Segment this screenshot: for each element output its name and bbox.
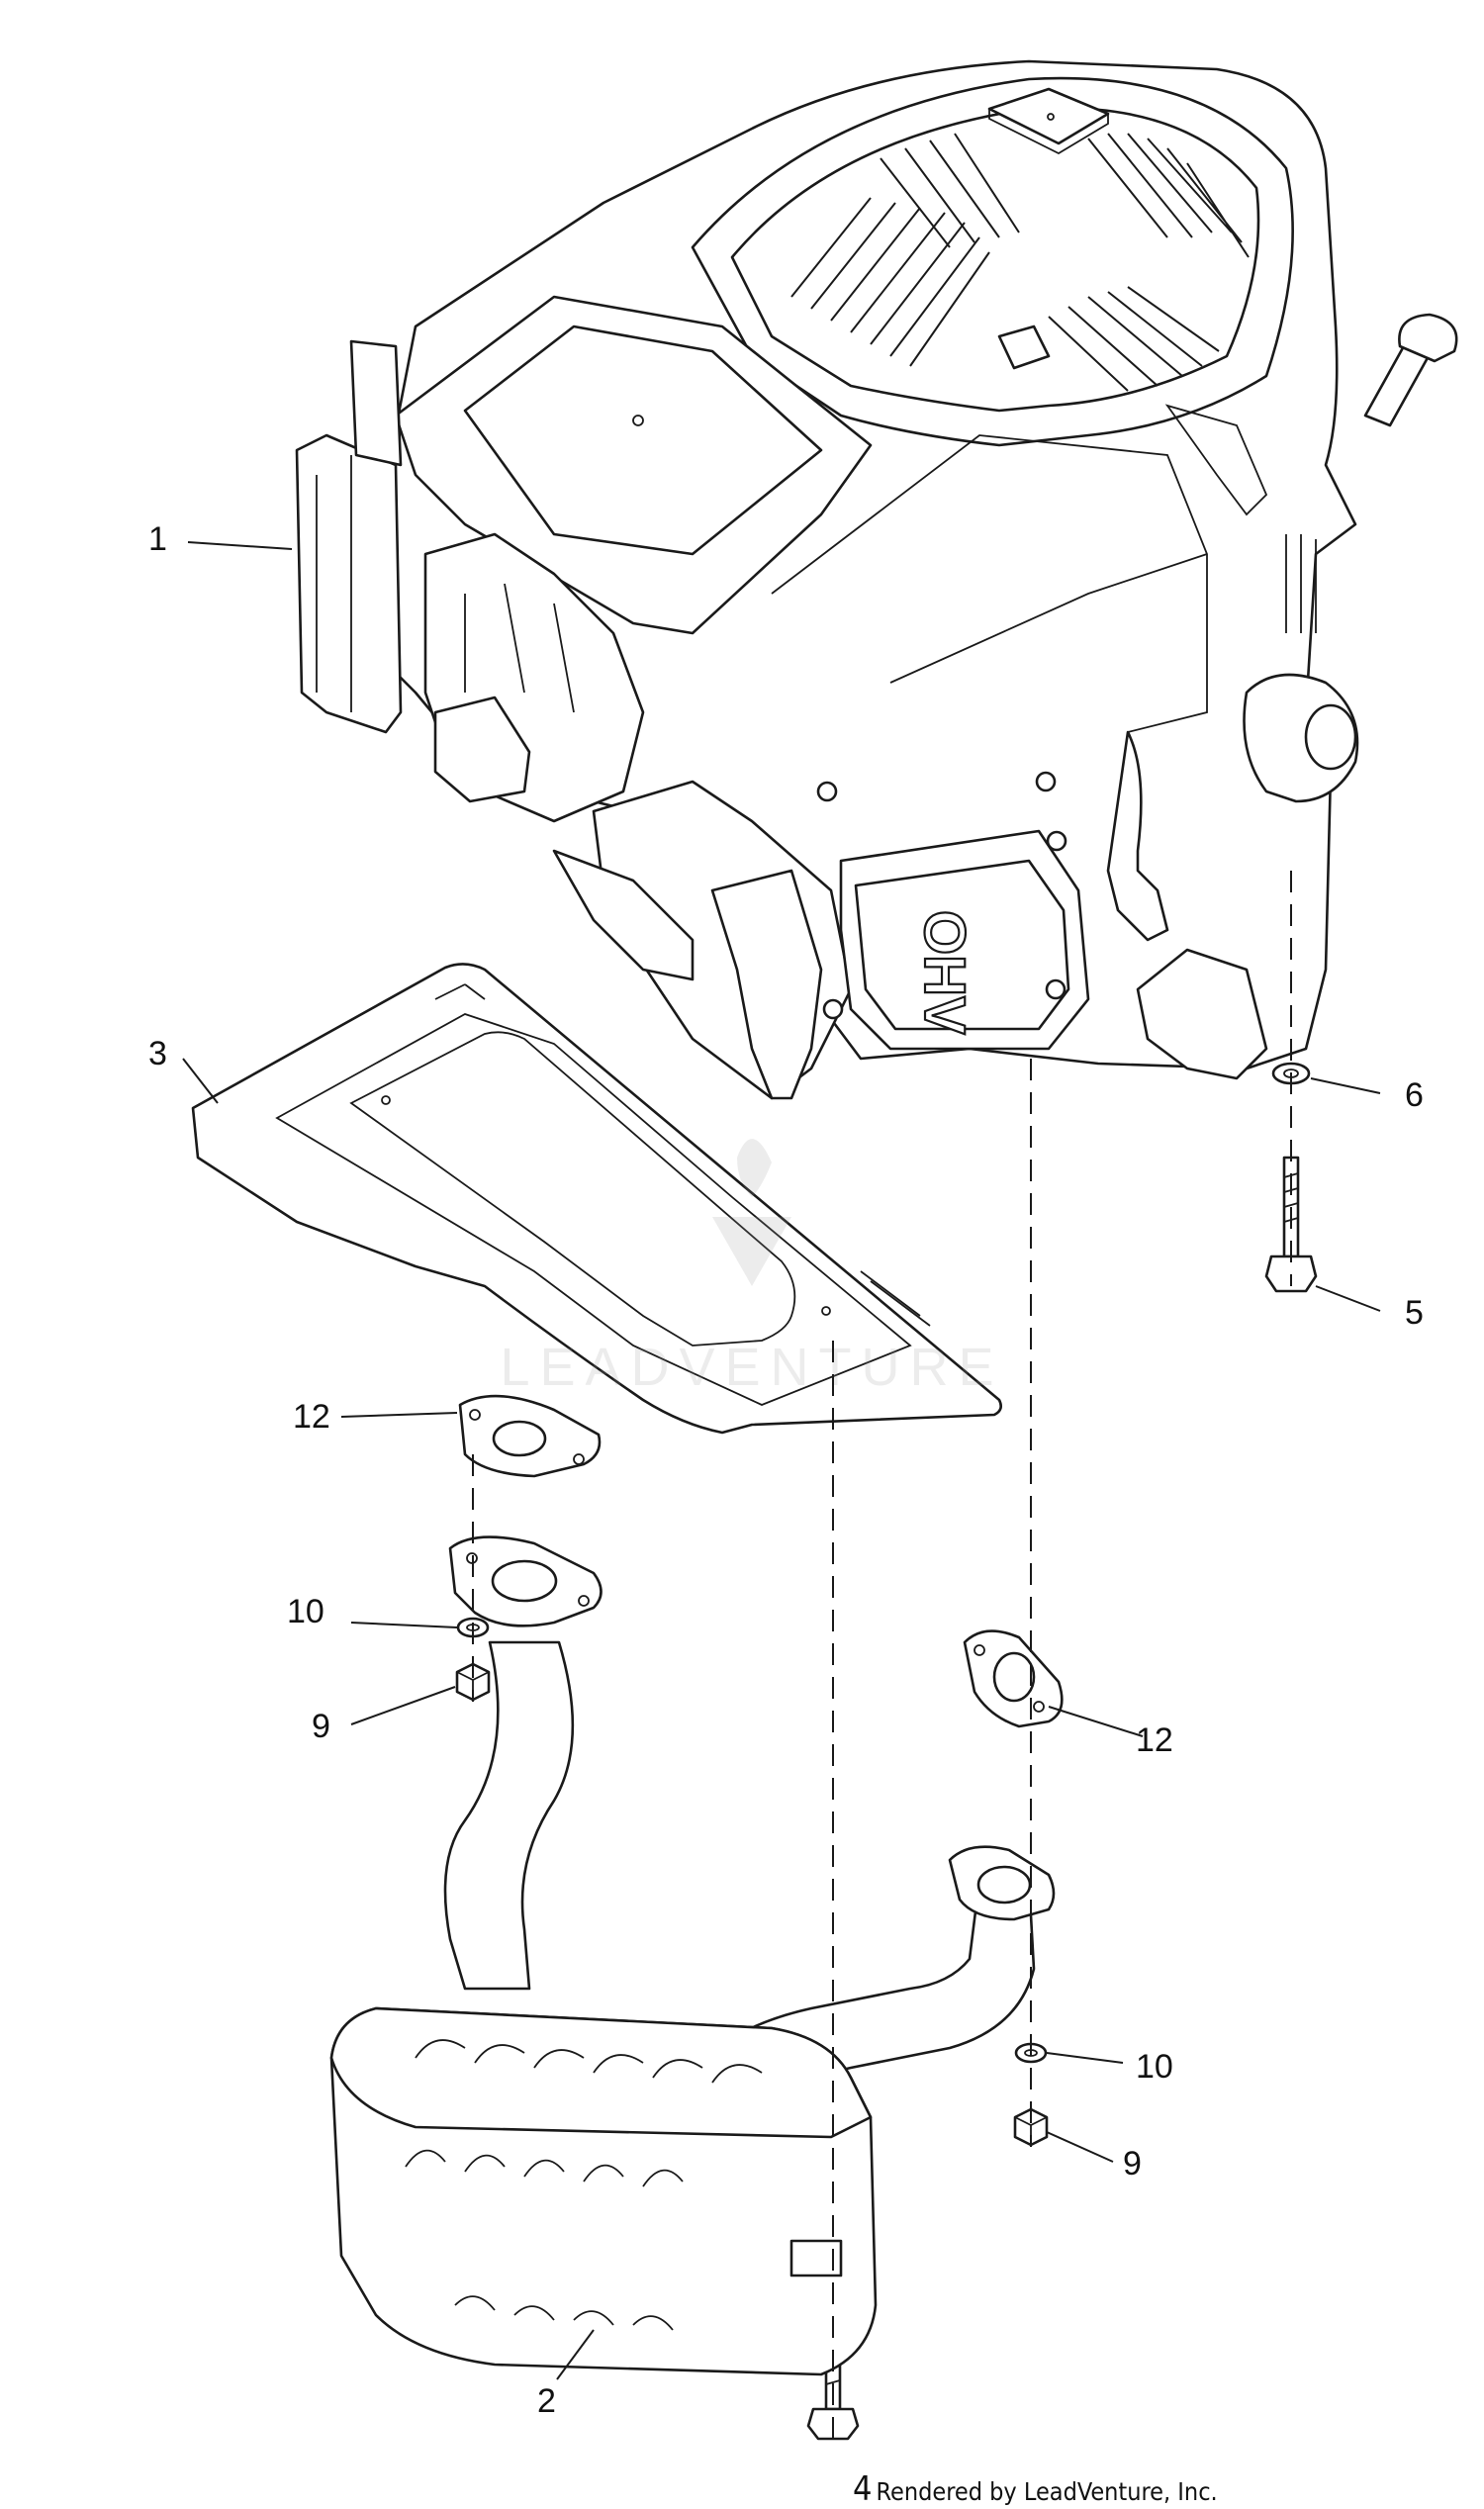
callout-12-lower: 12 — [1136, 1721, 1173, 1759]
leadventure-watermark: LEADVENTURE — [500, 1139, 1003, 1397]
gasket-upper — [458, 1394, 602, 1478]
callout-12-upper: 12 — [293, 1398, 330, 1436]
callout-10-lower: 10 — [1136, 2048, 1173, 2086]
callout-9-lower: 9 — [1123, 2145, 1142, 2183]
leader-lines — [182, 541, 1381, 2380]
heat-shield — [191, 963, 1002, 1435]
fan-grille — [790, 133, 1250, 392]
alignment-lines — [472, 871, 1292, 2444]
callout-1: 1 — [148, 520, 167, 558]
valve-cover-bolts — [816, 771, 1067, 1020]
ohv-mark: OHV — [912, 910, 976, 1035]
muffler-assembly — [329, 1535, 1056, 2376]
callout-2: 2 — [537, 2382, 556, 2420]
callout-10-upper: 10 — [287, 1593, 325, 1630]
watermark-text: LEADVENTURE — [500, 1338, 1003, 1397]
credit-text: Rendered by LeadVenture, Inc. — [876, 2477, 1218, 2506]
callout-5: 5 — [1405, 1294, 1424, 1332]
callout-4: 4 — [853, 2469, 873, 2509]
gasket-lower — [963, 1629, 1064, 1728]
muffler-ribs — [405, 2039, 763, 2331]
callout-6: 6 — [1405, 1076, 1424, 1114]
engine-assembly: OHV — [295, 59, 1458, 1100]
callout-9-upper: 9 — [312, 1708, 330, 1745]
callout-3: 3 — [148, 1035, 167, 1072]
